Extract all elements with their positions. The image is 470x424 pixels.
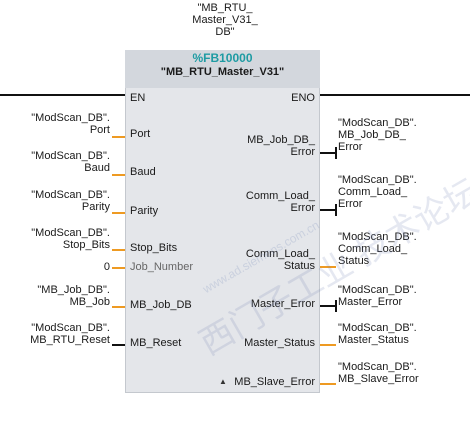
tag-line: "ModScan_DB". <box>31 150 110 162</box>
tag-line: "ModScan_DB". <box>338 284 417 296</box>
tag-line: MB_RTU_Reset <box>30 334 110 346</box>
input-mb-job-db-wire <box>112 306 125 308</box>
input-port-wire <box>112 136 125 138</box>
pin-line: MB_Job_DB_ <box>247 134 315 146</box>
output-comm-load-status-tag[interactable]: "ModScan_DB". Comm_Load_ Status <box>338 231 417 267</box>
tag-line: Stop_Bits <box>62 239 110 251</box>
pin-stop-bits[interactable]: Stop_Bits <box>130 242 178 254</box>
tag-line: Comm_Load_ <box>338 186 408 198</box>
instance-line-1: "MB_RTU_ <box>197 2 253 14</box>
tag-line: "ModScan_DB". <box>338 117 417 129</box>
output-master-error-wire <box>320 305 336 307</box>
tag-line: MB_Job <box>69 296 110 308</box>
pin-master-error[interactable]: Master_Error <box>250 298 315 310</box>
tag-line: Status <box>338 255 370 267</box>
input-parity-tag[interactable]: "ModScan_DB". Parity <box>10 189 110 213</box>
tag-line: "ModScan_DB". <box>338 231 417 243</box>
output-comm-load-status-wire <box>320 266 336 268</box>
output-master-status-wire <box>320 344 336 346</box>
input-job-number-value[interactable]: 0 <box>10 261 110 273</box>
en-pin[interactable]: EN <box>130 92 146 104</box>
input-mb-job-db-tag[interactable]: "MB_Job_DB". MB_Job <box>10 284 110 308</box>
pin-parity[interactable]: Parity <box>130 205 159 217</box>
tag-line: "ModScan_DB". <box>338 322 417 334</box>
instance-line-2: Master_V31_ <box>192 14 258 26</box>
pin-master-status[interactable]: Master_Status <box>244 337 315 349</box>
input-baud-tag[interactable]: "ModScan_DB". Baud <box>10 150 110 174</box>
pin-comm-load-status[interactable]: Comm_Load_ Status <box>235 248 315 272</box>
pin-baud[interactable]: Baud <box>130 166 156 178</box>
pin-port[interactable]: Port <box>130 128 151 140</box>
tag-line: "ModScan_DB". <box>338 361 417 373</box>
output-mb-job-db-error-tag[interactable]: "ModScan_DB". MB_Job_DB_ Error <box>338 117 417 153</box>
tag-line: Port <box>89 124 110 136</box>
input-baud-wire <box>112 174 125 176</box>
tag-line: Master_Status <box>338 334 409 346</box>
output-wire-tick <box>335 300 337 312</box>
eno-pin[interactable]: ENO <box>291 92 315 104</box>
input-port-tag[interactable]: "ModScan_DB". Port <box>10 112 110 136</box>
output-comm-load-error-wire <box>320 209 336 211</box>
triangle-up-icon[interactable]: ▲ <box>219 377 227 386</box>
pin-line: Comm_Load_ <box>245 190 315 202</box>
tag-line: "ModScan_DB". <box>31 189 110 201</box>
tag-line: Comm_Load_ <box>338 243 408 255</box>
output-comm-load-error-tag[interactable]: "ModScan_DB". Comm_Load_ Error <box>338 174 417 210</box>
pin-line: Comm_Load_ <box>245 248 315 260</box>
pin-comm-load-error[interactable]: Comm_Load_ Error <box>235 190 315 214</box>
tag-line: Baud <box>84 162 110 174</box>
tag-line: "ModScan_DB". <box>31 112 110 124</box>
pin-line: Error <box>290 146 315 158</box>
tag-line: "MB_Job_DB". <box>37 284 110 296</box>
tag-line: Error <box>338 198 363 210</box>
output-master-status-tag[interactable]: "ModScan_DB". Master_Status <box>338 322 417 346</box>
pin-job-number[interactable]: Job_Number <box>130 261 193 273</box>
output-mb-job-db-error-wire <box>320 152 336 154</box>
output-master-error-tag[interactable]: "ModScan_DB". Master_Error <box>338 284 417 308</box>
tag-line: MB_Slave_Error <box>338 373 419 385</box>
pin-mb-reset[interactable]: MB_Reset <box>130 337 182 349</box>
pin-mb-slave-error[interactable]: MB_Slave_Error <box>234 376 315 388</box>
pin-line: Error <box>290 202 315 214</box>
instance-db-name: "MB_RTU_ Master_V31_ DB" <box>180 2 270 38</box>
tag-line: 0 <box>103 261 110 273</box>
tag-line: Parity <box>81 201 110 213</box>
tag-line: "ModScan_DB". <box>31 227 110 239</box>
tag-line: "ModScan_DB". <box>338 174 417 186</box>
pin-mb-job-db[interactable]: MB_Job_DB <box>130 299 192 311</box>
input-stop-bits-tag[interactable]: "ModScan_DB". Stop_Bits <box>10 227 110 251</box>
input-mb-reset-wire <box>112 344 125 346</box>
input-stop-bits-wire <box>112 249 125 251</box>
output-mb-slave-error-wire <box>320 383 336 385</box>
input-mb-reset-tag[interactable]: "ModScan_DB". MB_RTU_Reset <box>10 322 110 346</box>
block-name[interactable]: "MB_RTU_Master_V31" <box>160 66 285 78</box>
tag-line: MB_Job_DB_ <box>338 129 406 141</box>
tag-line: Error <box>338 141 363 153</box>
output-mb-slave-error-tag[interactable]: "ModScan_DB". MB_Slave_Error <box>338 361 419 385</box>
eno-wire <box>320 94 470 96</box>
block-header <box>125 50 320 88</box>
block-number: %FB10000 <box>192 51 253 65</box>
output-wire-tick <box>335 204 337 216</box>
tag-line: "ModScan_DB". <box>31 322 110 334</box>
input-parity-wire <box>112 212 125 214</box>
input-job-number-wire <box>112 267 125 269</box>
instance-line-3: DB" <box>215 26 235 38</box>
en-wire <box>0 94 125 96</box>
pin-line: Status <box>283 260 315 272</box>
function-block[interactable] <box>125 50 320 393</box>
tag-line: Master_Error <box>338 296 403 308</box>
output-wire-tick <box>335 147 337 159</box>
pin-mb-job-db-error[interactable]: MB_Job_DB_ Error <box>235 134 315 158</box>
